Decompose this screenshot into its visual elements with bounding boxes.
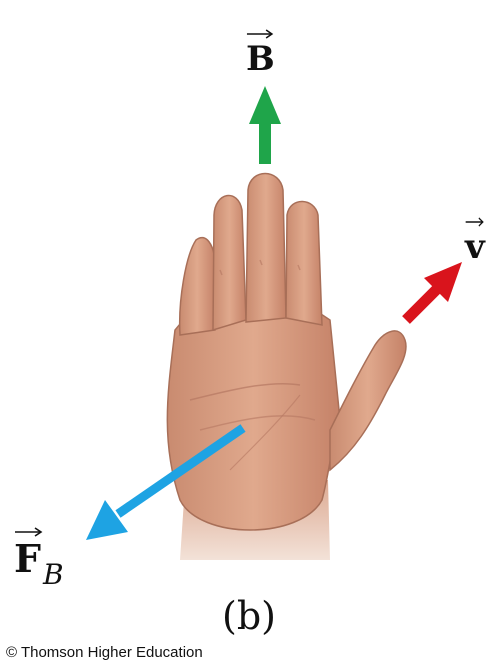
force-label: FB bbox=[14, 527, 64, 589]
vector-arrow-icon bbox=[465, 217, 484, 227]
force-subscript: B bbox=[42, 558, 64, 591]
vector-arrow-icon bbox=[15, 527, 43, 537]
force-arrow bbox=[86, 424, 246, 540]
copyright-notice: © Thomson Higher Education bbox=[6, 644, 203, 661]
velocity-label: v bbox=[465, 217, 485, 267]
velocity-symbol: v bbox=[465, 227, 485, 267]
b-field-label: B bbox=[246, 29, 275, 79]
velocity-arrow bbox=[402, 262, 462, 324]
vector-arrow-icon bbox=[246, 29, 274, 39]
force-symbol: F bbox=[14, 536, 41, 581]
hand-icon bbox=[166, 172, 407, 560]
b-field-symbol: B bbox=[246, 39, 275, 79]
b-field-arrow bbox=[249, 86, 281, 164]
part-label: (b) bbox=[222, 594, 276, 638]
